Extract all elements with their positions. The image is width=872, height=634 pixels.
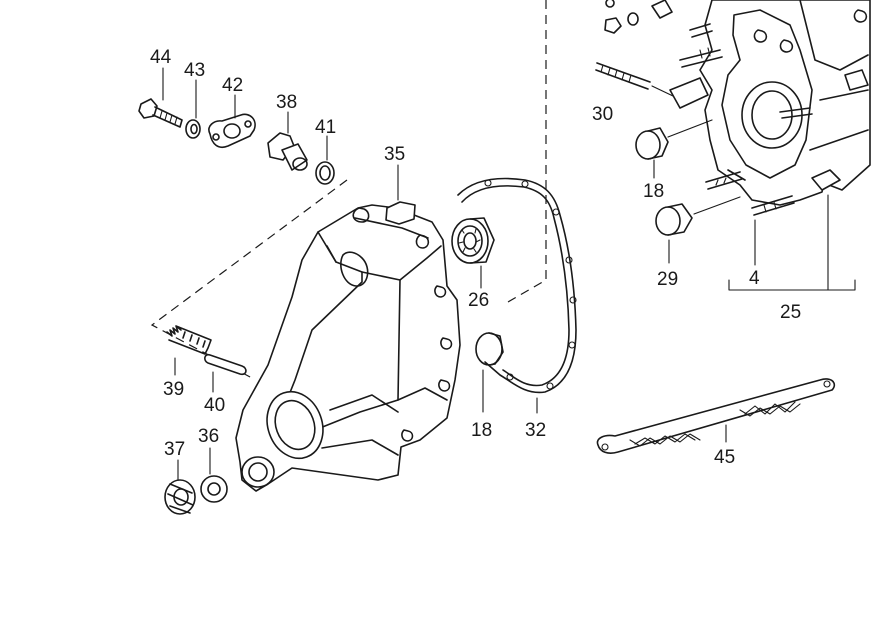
bush-18-lower — [475, 332, 504, 366]
ring-41 — [315, 161, 335, 185]
label-41: 41 — [315, 117, 336, 138]
label-44: 44 — [150, 47, 172, 68]
label-39: 39 — [163, 379, 184, 400]
label-43: 43 — [184, 60, 205, 81]
label-36: 36 — [198, 426, 219, 447]
strap-45 — [596, 378, 836, 454]
label-37: 37 — [164, 439, 185, 460]
flange-42 — [208, 113, 256, 149]
bolt-44 — [138, 98, 183, 128]
bearing-26 — [451, 217, 495, 264]
label-25: 25 — [780, 302, 801, 323]
label-30: 30 — [592, 104, 613, 125]
label-40: 40 — [204, 395, 225, 416]
washer-43 — [185, 119, 201, 139]
label-38: 38 — [276, 92, 297, 113]
label-18-upper: 18 — [643, 181, 664, 202]
bush-18-upper — [635, 119, 713, 160]
label-29: 29 — [657, 269, 678, 290]
stud-30 — [595, 62, 674, 97]
nut-top — [604, 0, 673, 34]
fitting-38 — [267, 132, 308, 171]
label-35: 35 — [384, 144, 405, 165]
housing-35 — [235, 201, 461, 492]
transmission-case-4 — [669, 0, 871, 206]
label-45: 45 — [714, 447, 735, 468]
bush-29 — [655, 196, 741, 236]
pin-40 — [204, 353, 247, 376]
spring-39 — [166, 325, 212, 355]
studs — [679, 23, 813, 216]
label-4: 4 — [749, 268, 760, 289]
label-42: 42 — [222, 75, 243, 96]
bush-36 — [200, 475, 228, 503]
label-26: 26 — [468, 290, 489, 311]
label-18-lower: 18 — [471, 420, 492, 441]
nut-37 — [164, 479, 196, 515]
label-32: 32 — [525, 420, 546, 441]
gasket-32 — [457, 177, 577, 394]
